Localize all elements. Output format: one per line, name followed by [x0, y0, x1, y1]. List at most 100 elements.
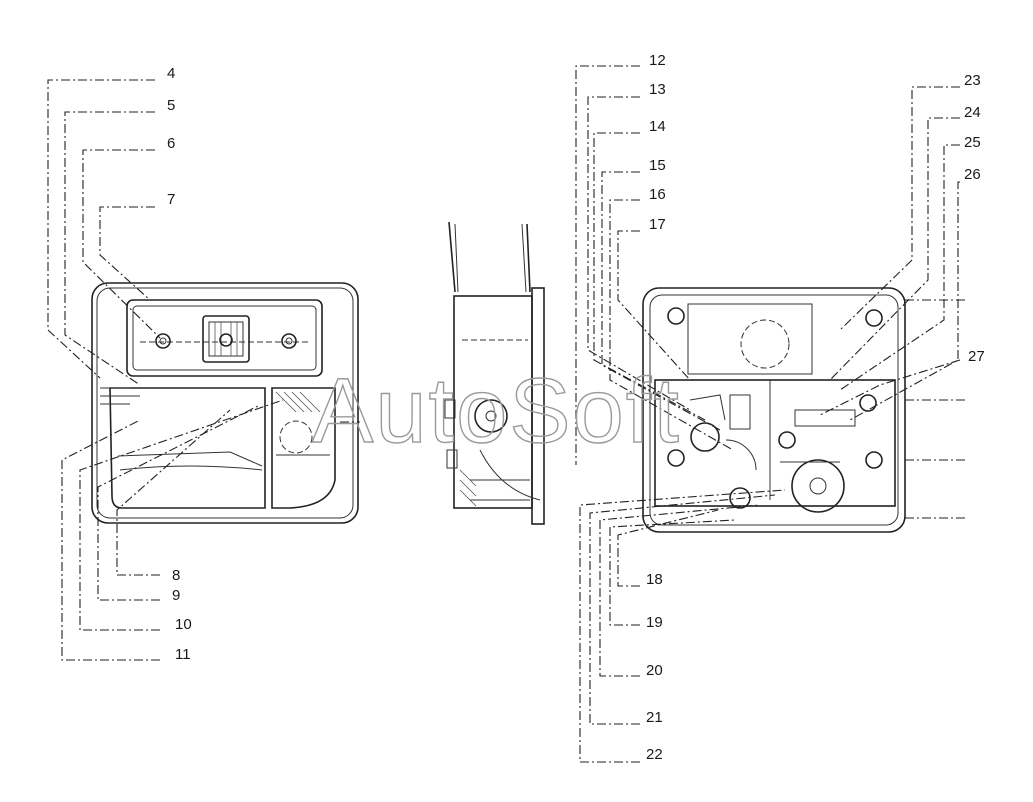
leader-4 [47, 79, 155, 379]
corner-screw-tl [667, 307, 685, 325]
mechanism-plate-outline [642, 287, 906, 533]
leader-15 [601, 171, 721, 431]
callout-10: 10 [175, 616, 192, 633]
key-cylinder [202, 315, 250, 363]
callout-25: 25 [964, 134, 981, 151]
side-spindle [474, 399, 508, 433]
hatch-marks [100, 387, 140, 405]
leader-17 [617, 230, 691, 381]
key-slot [219, 333, 233, 347]
corner-screw-br [865, 451, 883, 469]
callout-9: 9 [172, 587, 180, 604]
side-spindle-center [485, 410, 497, 422]
callout-21: 21 [646, 709, 663, 726]
callout-19: 19 [646, 614, 663, 631]
mechanism-view [642, 287, 906, 533]
leader-13 [587, 96, 691, 411]
leader-10 [79, 399, 284, 631]
leader-24 [829, 117, 960, 381]
callout-16: 16 [649, 186, 666, 203]
side-flange [531, 287, 545, 525]
key-cylinder-inner [208, 321, 244, 357]
leader-23 [839, 86, 960, 331]
side-view-lock [444, 221, 545, 525]
handle-recess-right [271, 387, 336, 509]
callout-18: 18 [646, 571, 663, 588]
callout-23: 23 [964, 72, 981, 89]
callout-6: 6 [167, 135, 175, 152]
mechanism-frame [654, 379, 896, 507]
latch-bolt [794, 409, 856, 427]
key-panel [126, 299, 323, 377]
leader-22 [579, 489, 786, 763]
leader-18 [617, 509, 719, 587]
hatch-lines [275, 391, 321, 413]
side-rod-right [526, 223, 531, 293]
callout-14: 14 [649, 118, 666, 135]
callout-13: 13 [649, 81, 666, 98]
leader-11 [61, 419, 160, 661]
mid-screw-r [859, 394, 877, 412]
callout-12: 12 [649, 52, 666, 69]
callout-8: 8 [172, 567, 180, 584]
left-screw [155, 333, 171, 349]
leader-12 [575, 65, 640, 465]
leader-16 [609, 199, 734, 451]
corner-screw-bl [667, 449, 685, 467]
gear-sector [725, 439, 757, 471]
left-screw-center [159, 337, 167, 345]
leader-26 [849, 181, 960, 421]
callout-labels: 4 5 6 7 8 9 10 11 12 13 14 15 16 17 18 1… [167, 52, 985, 763]
side-rod-left-edge [454, 223, 459, 293]
callout-22: 22 [646, 746, 663, 763]
latch-block [729, 394, 751, 430]
side-rod-right-edge [521, 223, 527, 293]
callout-4: 4 [167, 65, 175, 82]
front-plate-outline [91, 282, 359, 524]
leader-19 [609, 519, 736, 626]
lever-pivot [690, 422, 720, 452]
handle-lip [117, 451, 263, 467]
leader-6 [82, 149, 161, 339]
leader-5 [64, 111, 155, 386]
front-view-lock [91, 282, 359, 524]
side-lines [470, 479, 530, 501]
leader-20 [599, 504, 761, 677]
side-rod-left [448, 221, 456, 293]
right-screw [281, 333, 297, 349]
upper-hidden-circle [740, 319, 790, 369]
side-hatch [459, 469, 477, 507]
leader-14 [593, 132, 706, 421]
leader-8 [116, 409, 231, 576]
right-screw-center [285, 337, 293, 345]
side-cam-arc [479, 449, 541, 501]
handle-recess-left [109, 387, 266, 509]
side-tab [444, 399, 456, 419]
callout-15: 15 [649, 157, 666, 174]
callout-26: 26 [964, 166, 981, 183]
callout-17: 17 [649, 216, 666, 233]
lower-gear-hub [729, 487, 751, 509]
callout-7: 7 [167, 191, 175, 208]
watermark-text: AutoSoft [312, 360, 681, 462]
callout-27: 27 [968, 348, 985, 365]
leader-25 [839, 144, 960, 391]
corner-screw-tr [865, 309, 883, 327]
lever-arm [689, 394, 726, 421]
mechanism-plate-inner [649, 294, 899, 526]
hidden-cam [279, 420, 313, 454]
leader-lines [47, 65, 968, 763]
main-gear-center [809, 477, 827, 495]
front-plate-inner-edge [96, 287, 354, 519]
callout-5: 5 [167, 97, 175, 114]
callout-20: 20 [646, 662, 663, 679]
leader-27 [819, 359, 961, 416]
handle-lip-curve [119, 465, 263, 471]
main-gear [791, 459, 845, 513]
leader-7 [99, 206, 155, 301]
latch-pivot [778, 431, 796, 449]
side-tab [446, 449, 458, 469]
callout-24: 24 [964, 104, 981, 121]
upper-compartment [687, 303, 813, 375]
